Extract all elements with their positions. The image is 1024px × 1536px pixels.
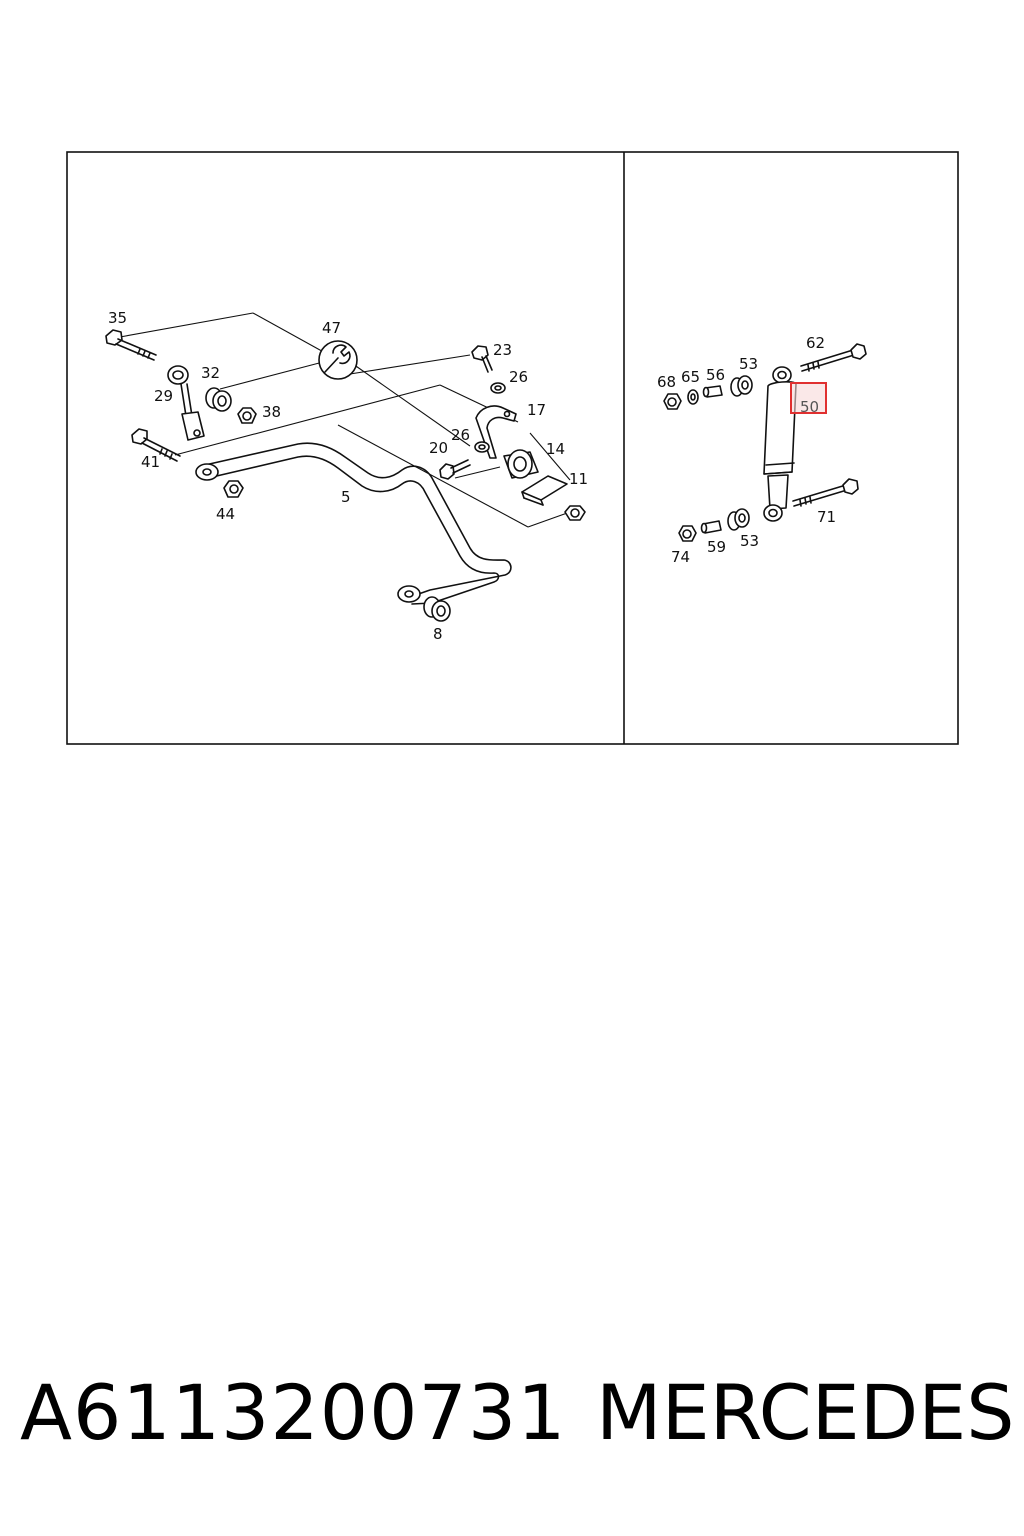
callout-56: 56 xyxy=(706,366,725,384)
bolt-35 xyxy=(105,329,157,361)
callout-53-upper: 53 xyxy=(739,355,758,373)
nut-38 xyxy=(237,407,257,424)
nut-74 xyxy=(678,525,697,542)
callout-32: 32 xyxy=(201,364,220,382)
callout-11: 11 xyxy=(569,470,588,488)
callout-41: 41 xyxy=(141,453,160,471)
callout-26-lower: 26 xyxy=(451,426,470,444)
bolt-71 xyxy=(792,478,859,507)
callout-38: 38 xyxy=(262,403,281,421)
assembly-leader-lines xyxy=(119,312,571,528)
right-panel: 68 65 56 53 62 50 71 74 59 53 xyxy=(657,334,867,566)
callout-20: 20 xyxy=(429,439,448,457)
wrench-icon xyxy=(318,340,358,380)
left-panel: 35 47 23 26 32 29 38 17 41 26 20 14 11 4… xyxy=(105,309,588,643)
bushing-8 xyxy=(423,596,451,622)
diagram-frame xyxy=(66,151,959,745)
callout-5: 5 xyxy=(341,488,351,506)
callout-50[interactable]: 50 xyxy=(800,398,819,416)
callout-53-lower: 53 xyxy=(740,532,759,550)
part-number: A6113200731 xyxy=(20,1368,567,1457)
footer-caption: A6113200731 MERCEDES xyxy=(0,1368,1024,1468)
bolt-23 xyxy=(471,345,493,373)
callout-74: 74 xyxy=(671,548,690,566)
nut-44 xyxy=(223,480,244,498)
bolt-20 xyxy=(439,459,471,480)
callout-8: 8 xyxy=(433,625,443,643)
sleeve-59 xyxy=(700,520,722,534)
bushing-53-upper xyxy=(730,375,753,397)
callout-71: 71 xyxy=(817,508,836,526)
callout-62: 62 xyxy=(806,334,825,352)
bushing-53-lower xyxy=(727,508,750,531)
nut-bracket xyxy=(564,505,586,521)
washer-26-upper xyxy=(490,382,506,394)
callout-35: 35 xyxy=(108,309,127,327)
parts-diagram: 35 47 23 26 32 29 38 17 41 26 20 14 11 4… xyxy=(66,151,959,745)
callout-59: 59 xyxy=(707,538,726,556)
callout-23: 23 xyxy=(493,341,512,359)
plate-11 xyxy=(521,475,568,506)
callout-26-upper: 26 xyxy=(509,368,528,386)
callout-14: 14 xyxy=(546,440,565,458)
shock-absorber-50 xyxy=(763,366,797,522)
bolt-62 xyxy=(800,343,867,372)
callout-44: 44 xyxy=(216,505,235,523)
callout-17: 17 xyxy=(527,401,546,419)
sleeve-56 xyxy=(702,385,723,398)
callout-47: 47 xyxy=(322,319,341,337)
washer-26-lower xyxy=(474,441,490,453)
callout-68: 68 xyxy=(657,373,676,391)
stabilizer-bar-5 xyxy=(195,442,512,605)
nut-68 xyxy=(663,393,682,410)
callout-65: 65 xyxy=(681,368,700,386)
callout-29: 29 xyxy=(154,387,173,405)
washer-65 xyxy=(687,389,699,405)
bolt-41 xyxy=(131,428,181,462)
brand-name: MERCEDES xyxy=(596,1368,1015,1457)
bushing-14 xyxy=(503,449,539,479)
link-rod-29 xyxy=(167,365,205,441)
bushing-32 xyxy=(205,387,232,412)
highlight-box-50[interactable] xyxy=(790,382,827,414)
